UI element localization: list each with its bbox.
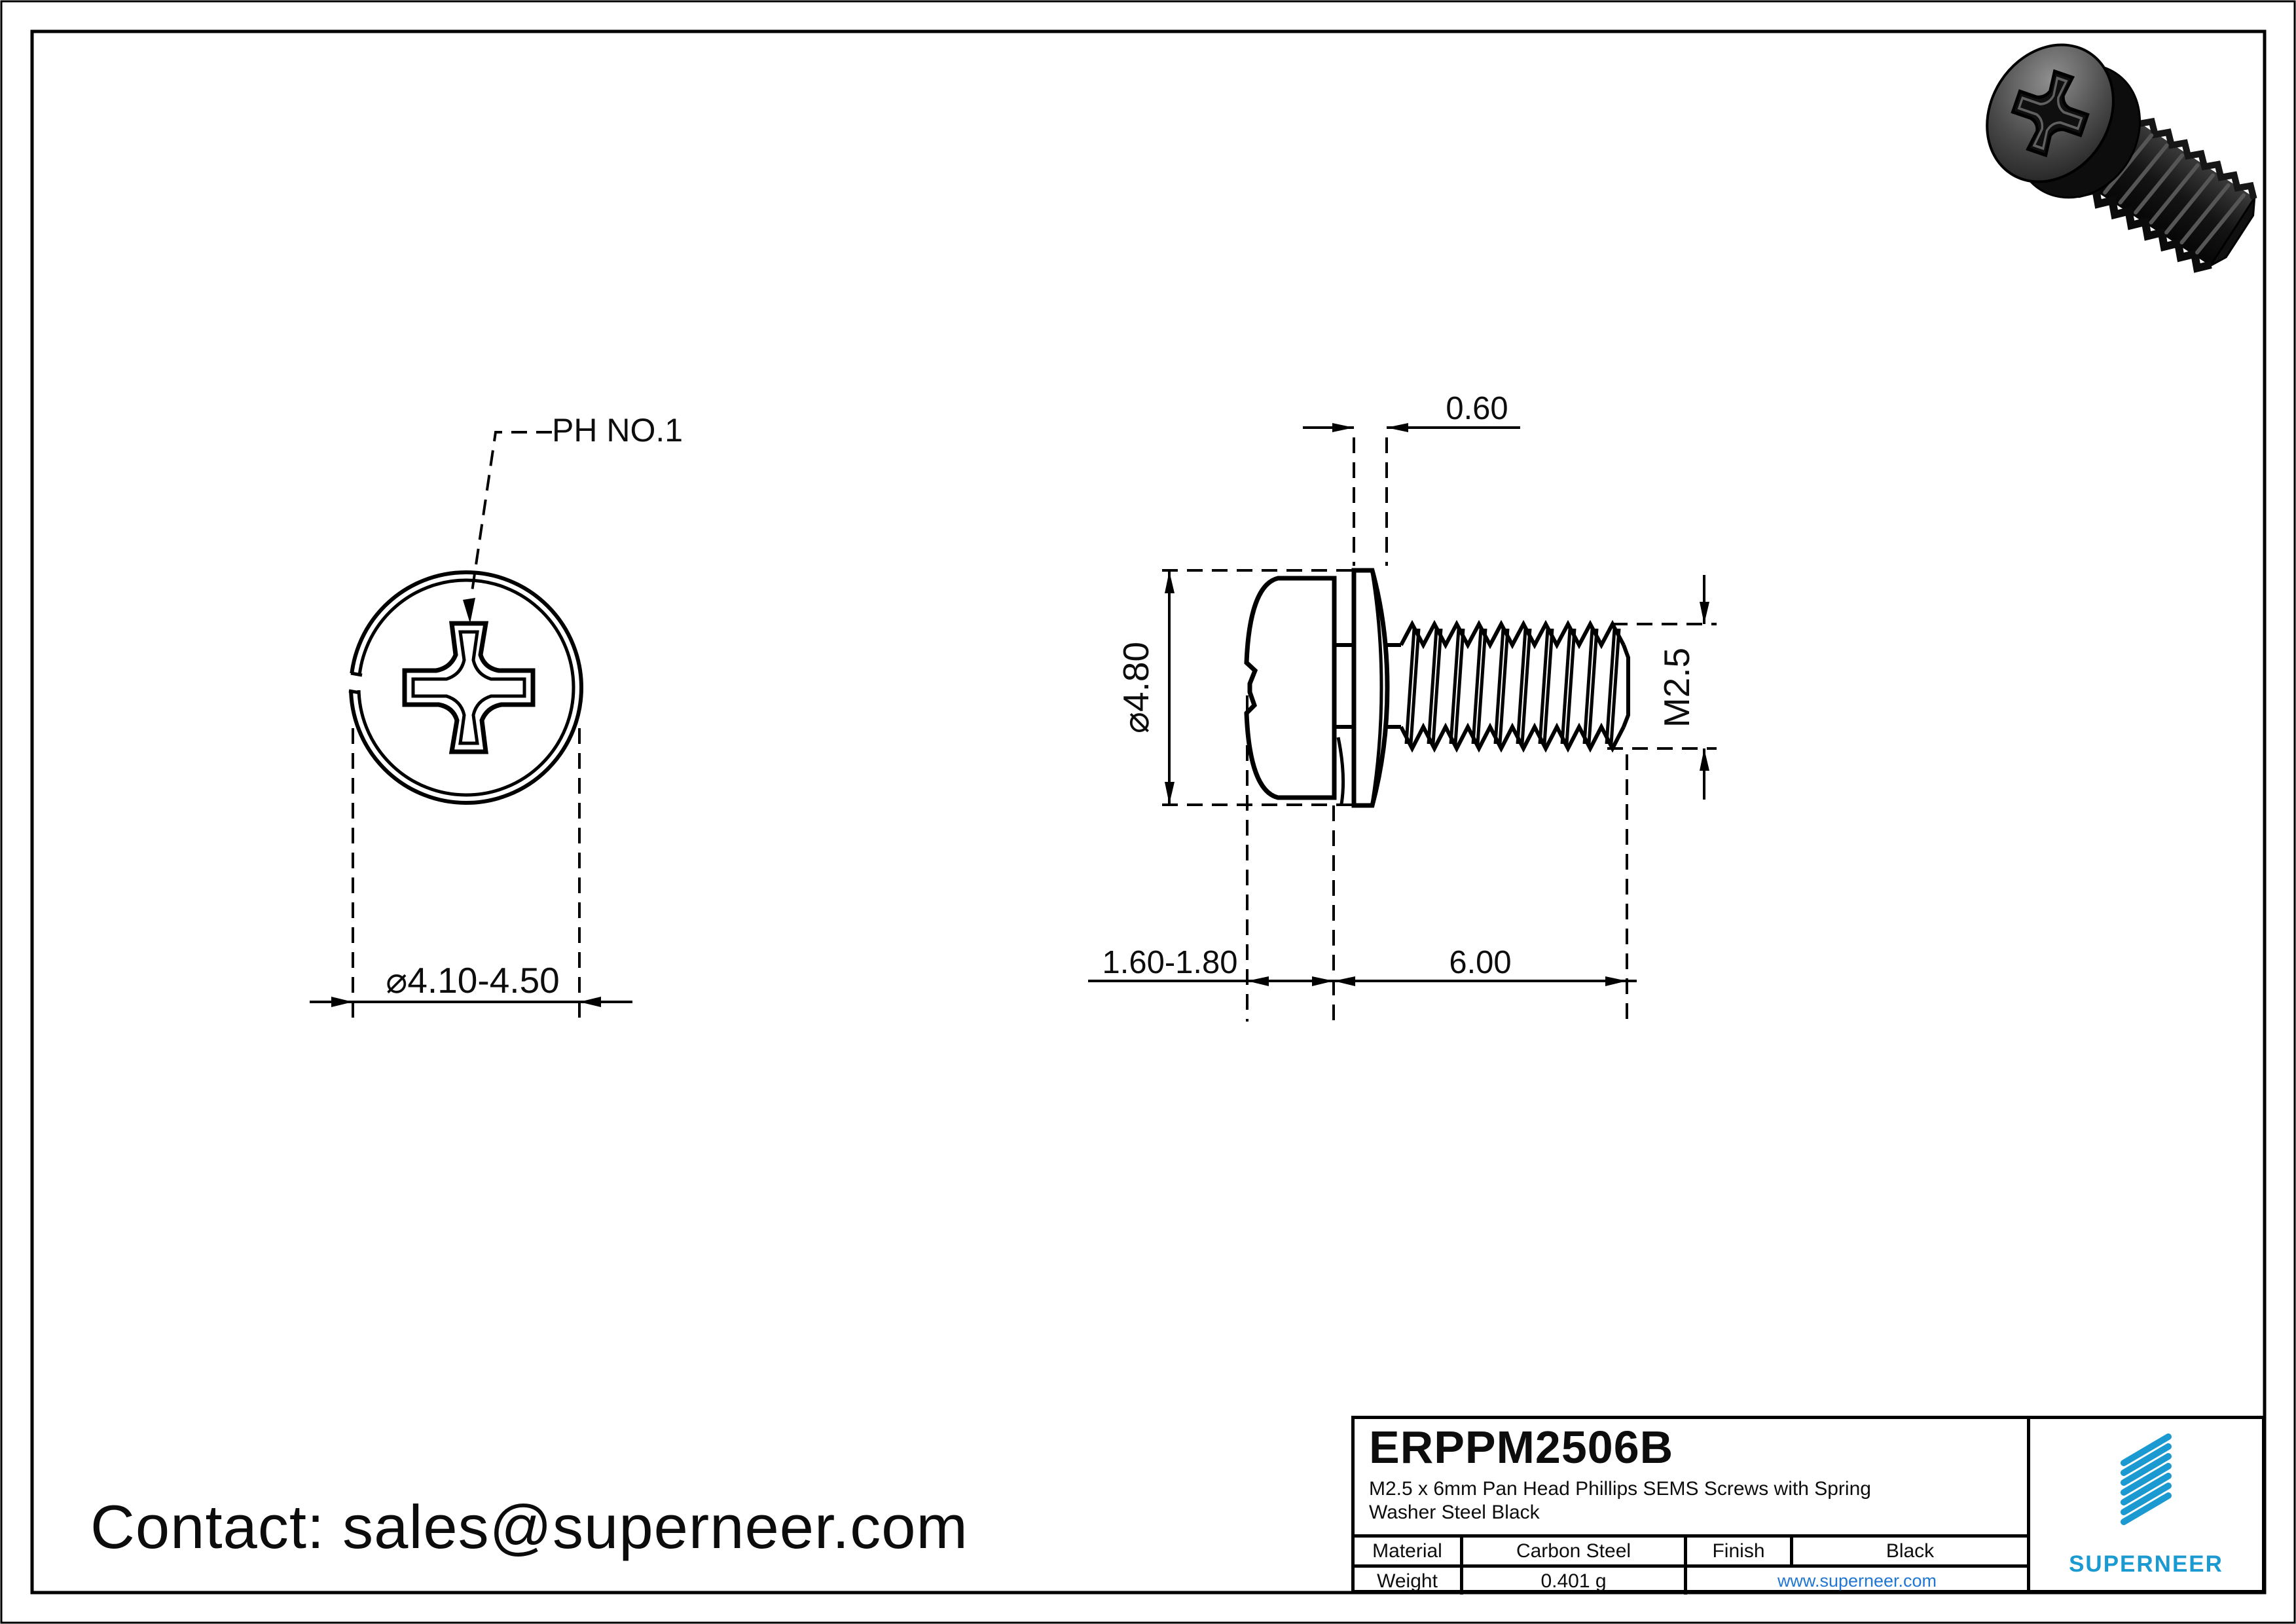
screw-3d-render xyxy=(1986,43,2257,273)
phillips-cross-3d-icon xyxy=(2011,69,2090,158)
dim-arrow xyxy=(579,997,601,1007)
contact-line: Contact: sales@superneer.com xyxy=(90,1492,968,1561)
brand-area: SUPERNEER xyxy=(2030,1419,2262,1590)
dim-arrow xyxy=(1332,423,1354,432)
phillips-cross-icon xyxy=(402,621,536,754)
ph-leader-line xyxy=(470,431,552,597)
thread-bottom-crests xyxy=(1399,722,1626,753)
title-block-info: ERPPM2506B M2.5 x 6mm Pan Head Phillips … xyxy=(1355,1419,2030,1595)
dim-arrow xyxy=(1247,976,1269,986)
part-description-area: ERPPM2506B M2.5 x 6mm Pan Head Phillips … xyxy=(1355,1419,2027,1534)
page-border-inner xyxy=(30,29,2267,1595)
dim-arrow xyxy=(1165,782,1175,804)
dim-arrow xyxy=(1605,976,1627,986)
weight-website-row: Weight 0.401 g www.superneer.com xyxy=(1355,1564,2027,1595)
material-finish-row: Material Carbon Steel Finish Black xyxy=(1355,1534,2027,1564)
thread-profile xyxy=(1399,619,1630,753)
ph-number-label: PH NO.1 xyxy=(552,412,683,449)
phillips-cross-inner xyxy=(411,630,526,745)
thread-size-dim: M2.5 xyxy=(1656,648,1697,728)
ph-leader-arrow xyxy=(463,598,475,623)
dim-arrow xyxy=(331,997,353,1007)
pan-head-profile xyxy=(1244,576,1337,800)
washer-thickness-dim: 0.60 xyxy=(1446,391,1508,426)
shank-root-lines xyxy=(1334,643,1401,729)
spring-washer-inner-edge xyxy=(1370,572,1383,804)
material-label: Material xyxy=(1355,1538,1463,1564)
part-description-line1: M2.5 x 6mm Pan Head Phillips SEMS Screws… xyxy=(1369,1478,1871,1500)
phillips-cross-outer xyxy=(402,621,536,754)
bottom-extension-lines xyxy=(1246,695,1628,1022)
thread-flank-lines xyxy=(1404,628,1621,745)
brand-name: SUPERNEER xyxy=(2069,1551,2223,1577)
spring-washer-split-tail xyxy=(1336,737,1345,805)
thread-length-dim: 6.00 xyxy=(1449,945,1511,980)
thread-end-cap xyxy=(1622,644,1630,728)
washer-extension-lines xyxy=(1353,437,1388,566)
head-diameter-extension-lines xyxy=(1162,569,1353,806)
website-link[interactable]: www.superneer.com xyxy=(1777,1571,1937,1591)
material-value: Carbon Steel xyxy=(1463,1538,1687,1564)
finish-value: Black xyxy=(1886,1540,1935,1562)
part-description-line2: Washer Steel Black xyxy=(1369,1501,1540,1523)
dim-arrow xyxy=(1165,571,1175,593)
superneer-logo-icon xyxy=(2121,1433,2172,1525)
screw-side-view xyxy=(1088,423,1717,1022)
finish-label: Finish xyxy=(1687,1538,1793,1564)
head-diameter-dim-side-view: ⌀4.80 xyxy=(1116,642,1156,733)
dim-arrow xyxy=(1700,602,1709,624)
weight-value: 0.401 g xyxy=(1463,1568,1687,1595)
part-description: M2.5 x 6mm Pan Head Phillips SEMS Screws… xyxy=(1369,1477,2015,1524)
weight-label: Weight xyxy=(1355,1568,1463,1595)
thread-top-crests xyxy=(1399,619,1626,650)
part-number: ERPPM2506B xyxy=(1369,1422,1674,1473)
screw-top-view xyxy=(310,431,632,1022)
dim-arrow xyxy=(1312,976,1334,986)
thread-extension-lines xyxy=(1607,623,1717,750)
dim-arrow xyxy=(1700,748,1709,771)
head-inner-circle xyxy=(357,578,575,797)
dim-arrow xyxy=(1334,976,1355,986)
title-block: ERPPM2506B M2.5 x 6mm Pan Head Phillips … xyxy=(1351,1416,2265,1595)
dim-arrow xyxy=(1387,423,1408,432)
washer-split-ticks xyxy=(348,671,363,695)
head-height-dim: 1.60-1.80 xyxy=(1102,945,1237,980)
head-diameter-dim-top-view: ⌀4.10-4.50 xyxy=(386,960,560,1001)
